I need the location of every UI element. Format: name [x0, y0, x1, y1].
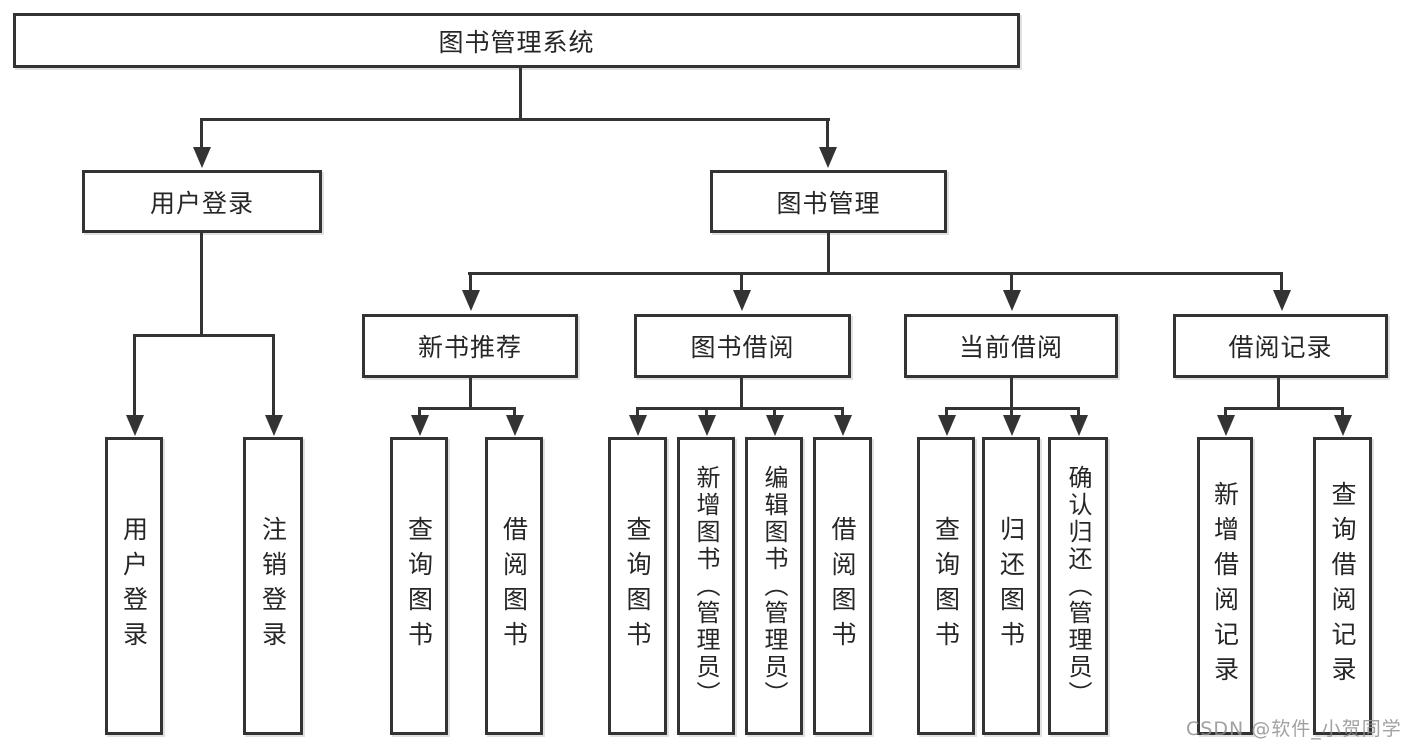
- leaf-borrow-books-borrowing: 借阅图书: [813, 437, 872, 735]
- node-borrowing-records: 借阅记录: [1173, 314, 1388, 378]
- leaf-add-borrow-record: 新增借阅记录: [1197, 437, 1253, 735]
- connector-arrow: [1333, 407, 1352, 436]
- connector-arrow: [1002, 272, 1021, 311]
- connector-arrow: [628, 407, 647, 436]
- leaf-query-borrow-record: 查询借阅记录: [1313, 437, 1372, 735]
- leaf-edit-book-admin: 编辑图书（管理员）: [745, 437, 803, 735]
- node-user-login: 用户登录: [82, 170, 322, 233]
- leaf-user-login: 用户登录: [105, 437, 163, 735]
- connector-arrow: [833, 407, 852, 436]
- leaf-query-books-current: 查询图书: [917, 437, 975, 735]
- watermark: CSDN @软件_小贺同学: [1186, 718, 1402, 740]
- connector-arrow: [937, 407, 956, 436]
- leaf-query-books-borrowing: 查询图书: [608, 437, 667, 735]
- connector-line: [468, 272, 1282, 275]
- connector-line: [519, 67, 522, 120]
- connector-arrow: [505, 407, 524, 436]
- leaf-logout: 注销登录: [243, 437, 303, 735]
- node-book-borrowing: 图书借阅: [634, 314, 851, 378]
- connector-arrow: [264, 334, 283, 436]
- connector-arrow: [1216, 407, 1235, 436]
- node-current-borrowing: 当前借阅: [904, 314, 1118, 378]
- connector-line: [636, 407, 844, 410]
- connector-line: [200, 118, 830, 121]
- connector-line: [1224, 407, 1344, 410]
- connector-line: [740, 378, 743, 409]
- leaf-borrow-books-recommend: 借阅图书: [485, 437, 543, 735]
- node-book-management: 图书管理: [710, 170, 947, 233]
- connector-arrow: [410, 407, 429, 436]
- connector-arrow: [732, 272, 751, 311]
- connector-line: [200, 233, 203, 337]
- connector-arrow: [192, 118, 211, 168]
- connector-arrow: [125, 334, 144, 436]
- connector-arrow: [1002, 407, 1021, 436]
- connector-line: [1010, 378, 1013, 409]
- node-library-system-root: 图书管理系统: [13, 13, 1020, 68]
- leaf-query-books-recommend: 查询图书: [390, 437, 448, 735]
- node-new-book-recommend: 新书推荐: [362, 314, 578, 378]
- connector-line: [469, 378, 472, 409]
- connector-arrow: [1069, 407, 1088, 436]
- connector-arrow: [765, 407, 784, 436]
- connector-line: [827, 233, 830, 275]
- connector-arrow: [461, 272, 480, 311]
- connector-line: [418, 407, 516, 410]
- leaf-confirm-return-admin: 确认归还（管理员）: [1048, 437, 1108, 735]
- connector-line: [133, 334, 275, 337]
- leaf-return-books: 归还图书: [982, 437, 1040, 735]
- connector-arrow: [697, 407, 716, 436]
- connector-arrow: [818, 118, 837, 168]
- leaf-add-book-admin: 新增图书（管理员）: [677, 437, 735, 735]
- connector-arrow: [1272, 272, 1291, 311]
- connector-line: [1277, 378, 1280, 409]
